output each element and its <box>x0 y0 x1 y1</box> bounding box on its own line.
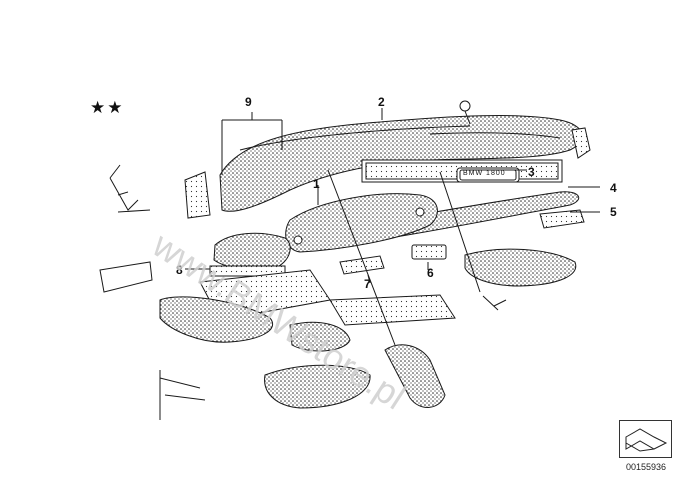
small-trim-piece <box>339 255 385 275</box>
screw-head <box>459 100 471 112</box>
callout-1: 1 <box>313 177 320 191</box>
reference-number: 00155936 <box>626 462 667 472</box>
instrument-housing <box>285 193 438 253</box>
callout-5: 5 <box>610 205 617 219</box>
leader-lines <box>117 108 600 346</box>
left-clip <box>109 164 139 211</box>
callout-9: 9 <box>245 95 252 109</box>
right-side-panel <box>464 248 577 287</box>
callout-8: 8 <box>176 263 183 277</box>
left-support-bracket <box>159 296 273 343</box>
dashboard-top-pad <box>219 115 583 212</box>
switch-bezel <box>411 244 447 260</box>
top-right-clip <box>571 127 591 159</box>
callout-6: 6 <box>427 266 434 280</box>
callout-2: 2 <box>378 95 385 109</box>
callout-7: 7 <box>364 277 371 291</box>
push-pin <box>482 295 507 311</box>
trim-strip <box>539 209 585 229</box>
reference-icon-box <box>619 420 672 458</box>
callout-3: 3 <box>528 165 535 179</box>
left-bracket-trim <box>209 265 286 277</box>
callout-4: 4 <box>610 181 617 195</box>
left-wall-bracket <box>159 370 206 420</box>
variant-stars: ★★ <box>90 98 125 118</box>
center-console-piece <box>289 321 351 352</box>
fold-arrow-icon <box>625 428 668 452</box>
badge-label: BMW 1800 <box>463 170 506 177</box>
lower-knee-pad <box>264 364 371 409</box>
